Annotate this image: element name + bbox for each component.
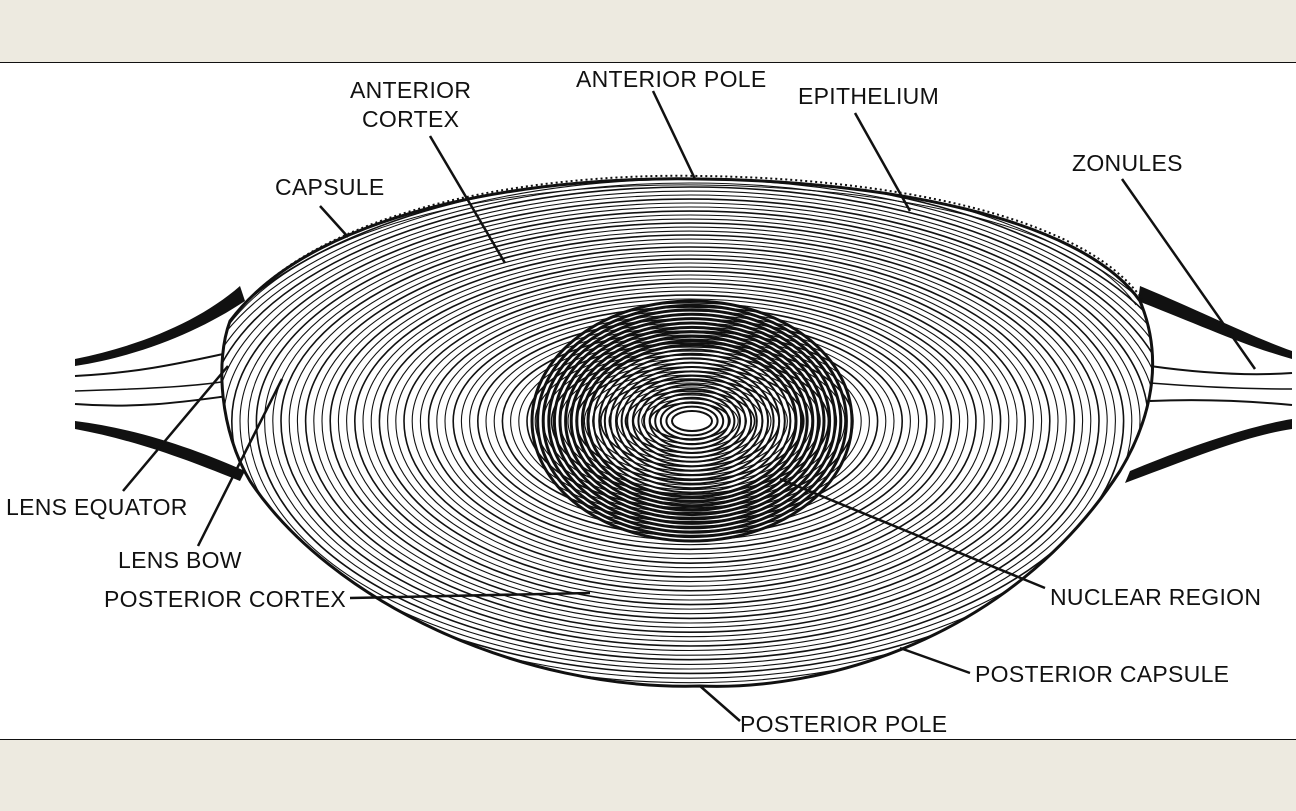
nucleus-ring	[648, 392, 736, 450]
fiber-ring	[460, 310, 920, 546]
nucleus-ring	[564, 325, 820, 517]
nucleus-ring	[609, 361, 775, 481]
lens-diagram-panel: ANTERIOR CORTEX ANTERIOR POLE EPITHELIUM…	[0, 62, 1296, 740]
fiber-ring	[264, 214, 1116, 656]
label-capsule: CAPSULE	[275, 174, 385, 200]
bottom-margin-band	[0, 740, 1296, 810]
nucleus-ring	[569, 330, 815, 512]
nucleus-ring	[654, 396, 730, 446]
fiber-ring	[313, 238, 1067, 629]
nucleus-ring	[643, 388, 741, 454]
fiber-ring	[469, 314, 911, 541]
fiber-ring	[337, 250, 1043, 615]
fiber-ring	[436, 298, 944, 560]
nucleus-ring	[586, 343, 798, 499]
fiber-ring	[272, 218, 1108, 652]
label-posterior-cortex: POSTERIOR CORTEX	[104, 586, 347, 612]
top-margin-band	[0, 0, 1296, 62]
label-posterior-capsule: POSTERIOR CAPSULE	[975, 661, 1230, 687]
fiber-ring	[370, 266, 1010, 596]
nucleus-ring	[592, 348, 792, 494]
fiber-ring	[280, 222, 1100, 647]
label-anterior-pole: ANTERIOR POLE	[576, 66, 767, 92]
fiber-ring	[304, 234, 1076, 633]
nucleus-ring	[598, 352, 786, 490]
label-lens-bow: LENS BOW	[118, 547, 242, 573]
label-anterior-cortex-line1: ANTERIOR	[350, 77, 472, 103]
nucleus-ring	[552, 317, 832, 525]
fiber-ring	[329, 246, 1051, 620]
label-posterior-pole: POSTERIOR POLE	[740, 711, 948, 737]
nucleus-ring	[547, 312, 837, 530]
nucleus-ring	[536, 303, 848, 539]
nucleus-ring	[631, 379, 753, 463]
lens-body	[220, 174, 1155, 688]
fiber-ring	[387, 274, 993, 587]
nucleus-ring	[620, 370, 764, 472]
nuclear-region-shape	[530, 299, 854, 543]
fiber-ring	[296, 230, 1084, 638]
label-zonules: ZONULES	[1072, 150, 1183, 176]
label-anterior-cortex-line2: CORTEX	[362, 105, 460, 132]
nucleus-ring	[665, 405, 719, 437]
nucleus-ring	[541, 308, 843, 534]
fiber-ring	[411, 286, 969, 573]
leader-lines	[122, 90, 1257, 722]
nucleus-ring	[580, 339, 804, 503]
zonules-right	[1125, 286, 1293, 483]
nucleus-ring	[659, 401, 725, 441]
label-anterior-cortex: ANTERIOR CORTEX	[350, 76, 471, 134]
fiber-ring	[239, 202, 1141, 670]
fiber-ring	[288, 226, 1092, 642]
nucleus-ring	[637, 383, 747, 459]
fiber-ring	[378, 270, 1002, 592]
fiber-ring	[346, 254, 1034, 610]
nucleus-ring	[615, 366, 769, 476]
label-epithelium: EPITHELIUM	[798, 83, 940, 109]
fiber-ring	[452, 306, 928, 551]
fiber-ring	[559, 358, 821, 491]
nucleus-ring	[671, 410, 713, 432]
label-nuclear-region: NUCLEAR REGION	[1050, 584, 1262, 610]
fiber-ring	[255, 210, 1125, 661]
nucleus-ring	[558, 321, 826, 521]
fiber-ring	[362, 262, 1018, 601]
fiber-ring	[419, 290, 961, 569]
nucleus-ring	[575, 334, 809, 508]
fiber-ring	[427, 294, 953, 564]
nucleus-ring	[626, 374, 758, 468]
fiber-ring	[649, 402, 731, 440]
zonules-left	[74, 286, 245, 481]
fiber-ring	[247, 206, 1133, 665]
fiber-ring	[641, 398, 739, 445]
fiber-ring	[353, 258, 1027, 606]
nucleus-ring	[603, 357, 781, 485]
fiber-ring	[403, 282, 977, 578]
label-lens-equator: LENS EQUATOR	[6, 494, 188, 520]
nucleus-ring	[530, 299, 854, 543]
fiber-ring	[395, 278, 985, 583]
fiber-ring	[444, 302, 936, 555]
